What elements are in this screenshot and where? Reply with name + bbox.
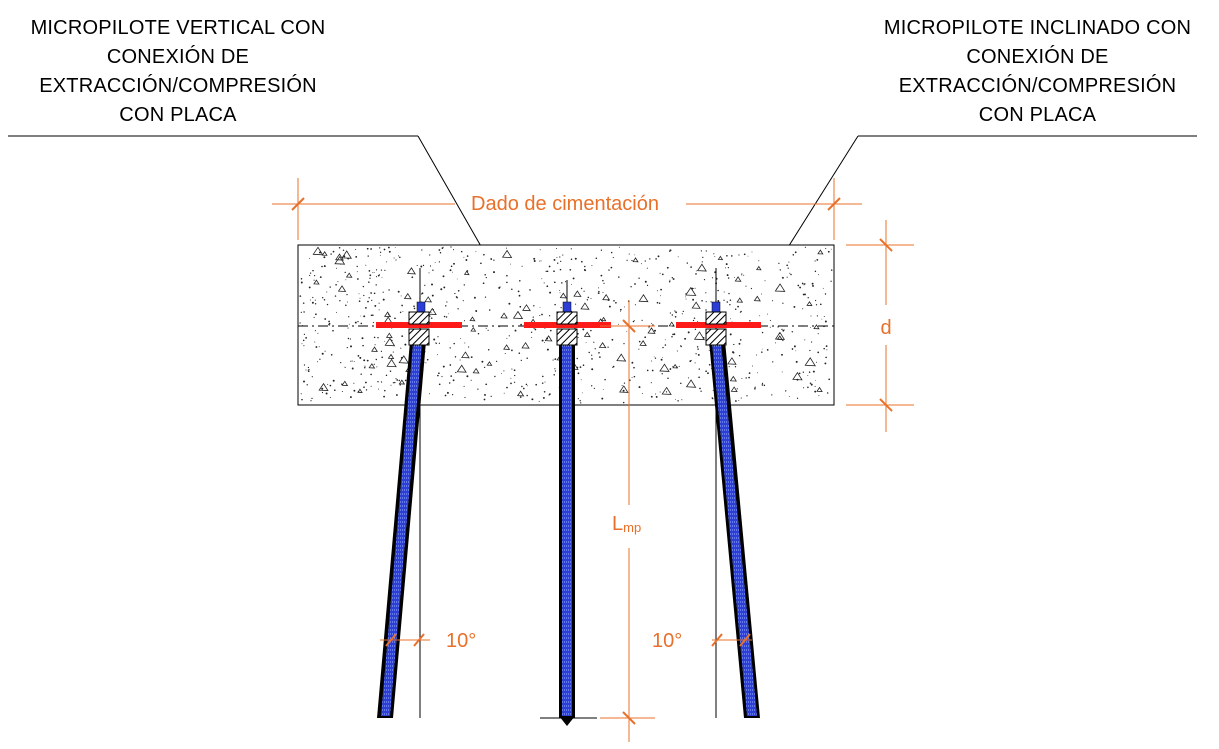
center-connection-plate — [524, 322, 611, 328]
left-callout-title: MICROPILOTE VERTICAL CON CONEXIÓN DE EXT… — [8, 14, 348, 130]
left-angle-mark — [380, 633, 430, 647]
depth-dimension — [846, 220, 914, 432]
depth-label: d — [880, 317, 891, 339]
right-callout-title: MICROPILOTE INCLINADO CON CONEXIÓN DE EX… — [860, 14, 1215, 130]
left-title-line-3: EXTRACCIÓN/COMPRESIÓN — [39, 75, 317, 97]
connection-plates — [376, 322, 761, 328]
length-dimension — [600, 300, 655, 742]
length-label: Lmp — [612, 513, 641, 535]
left-angle-label: 10° — [446, 630, 476, 652]
right-angle-mark — [711, 633, 752, 647]
left-connection-plate — [376, 322, 462, 328]
left-title-line-4: CON PLACA — [119, 104, 237, 126]
right-title-line-1: MICROPILOTE INCLINADO CON — [883, 17, 1192, 39]
right-connection-plate — [676, 322, 761, 328]
concrete-texture — [299, 246, 833, 404]
dado-dimension — [272, 178, 862, 240]
anchor-nuts — [408, 311, 727, 346]
right-title-line-2: CONEXIÓN DE — [966, 46, 1109, 68]
right-angle-label: 10° — [652, 630, 682, 652]
center-vertical-micropile — [559, 301, 575, 726]
length-label-main: L — [612, 513, 623, 535]
length-label-subscript: mp — [623, 520, 641, 535]
right-title-line-3: EXTRACCIÓN/COMPRESIÓN — [898, 75, 1177, 97]
left-title-line-2: CONEXIÓN DE — [106, 46, 250, 68]
left-title-line-1: MICROPILOTE VERTICAL CON — [30, 17, 326, 39]
right-title-line-4: CON PLACA — [978, 104, 1097, 126]
dado-label: Dado de cimentación — [471, 193, 659, 215]
